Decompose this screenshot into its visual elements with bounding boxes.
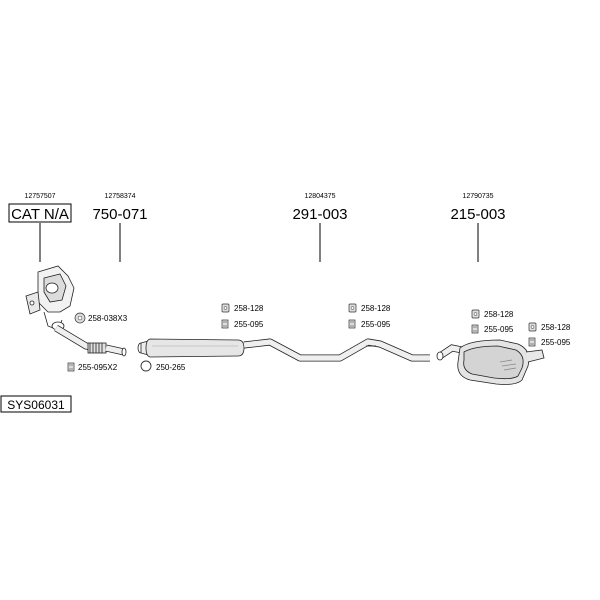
clamp-icon [528,337,536,347]
part-number: 215-003 [450,206,505,223]
clamp-icon [67,362,75,372]
fitting-number: 255-095 [361,320,391,329]
flex-section [87,342,107,354]
fitting-silencer-rubber-left[interactable]: 258-128 [471,309,514,319]
rubber-mount-icon [221,303,230,313]
rubber-mount-icon [348,303,357,313]
fitting-number: 258-038X3 [88,314,128,323]
part-label-middle-silencer[interactable]: 12804375 291-003 [292,193,348,262]
fitting-mid-rubber[interactable]: 258-128 [221,303,264,313]
part-box [8,203,72,223]
gasket-icon [74,312,86,324]
oe-number: 12804375 [304,193,335,200]
part-label-cat[interactable]: 12757507 CAT N/A [8,193,72,262]
fitting-number: 255-095 [234,320,264,329]
fitting-cat-gasket[interactable]: 258-038X3 [74,312,128,324]
fitting-number: 258-128 [484,310,514,319]
front-pipe-drawing[interactable] [54,324,127,357]
middle-silencer-drawing[interactable] [137,338,430,362]
rear-silencer-drawing[interactable] [436,339,545,385]
fitting-number: 255-095X2 [78,363,118,372]
diagram-code: SYS06031 [0,395,72,413]
diagram-code-box [0,395,72,413]
fitting-number: 255-095 [484,325,514,334]
fitting-silencer-rubber-right[interactable]: 258-128 [528,322,571,332]
part-number: CAT N/A [11,206,69,223]
oe-number: 12758374 [104,193,135,200]
part-number: 291-003 [292,206,347,223]
fitting-silencer-clamp-right[interactable]: 255-095 [528,337,571,347]
fitting-rear-pipe-clamp[interactable]: 255-095 [348,319,391,329]
clamp-icon [221,319,229,329]
fitting-cat-clamp[interactable]: 255-095X2 [67,362,118,372]
oe-number: 12757507 [24,193,55,200]
fitting-front-ring[interactable]: 250-265 [140,360,186,372]
fitting-number: 258-128 [234,304,264,313]
rubber-mount-icon [471,309,480,319]
diagram-code-text: SYS06031 [7,398,65,412]
fitting-mid-clamp[interactable]: 255-095 [221,319,264,329]
catalytic-converter-drawing[interactable] [25,265,75,331]
fitting-silencer-clamp-left[interactable]: 255-095 [471,324,514,334]
fitting-number: 255-095 [541,338,571,347]
clamp-icon [471,324,479,334]
fitting-number: 258-128 [541,323,571,332]
fitting-number: 258-128 [361,304,391,313]
part-label-rear-silencer[interactable]: 12790735 215-003 [450,193,506,262]
fitting-number: 250-265 [156,363,186,372]
part-number: 750-071 [92,206,147,223]
clamp-icon [348,319,356,329]
part-label-front-pipe[interactable]: 12758374 750-071 [92,193,148,262]
oe-number: 12790735 [462,193,493,200]
fitting-rear-pipe-rubber[interactable]: 258-128 [348,303,391,313]
sealing-ring-icon [140,360,152,372]
rubber-mount-icon [528,322,537,332]
